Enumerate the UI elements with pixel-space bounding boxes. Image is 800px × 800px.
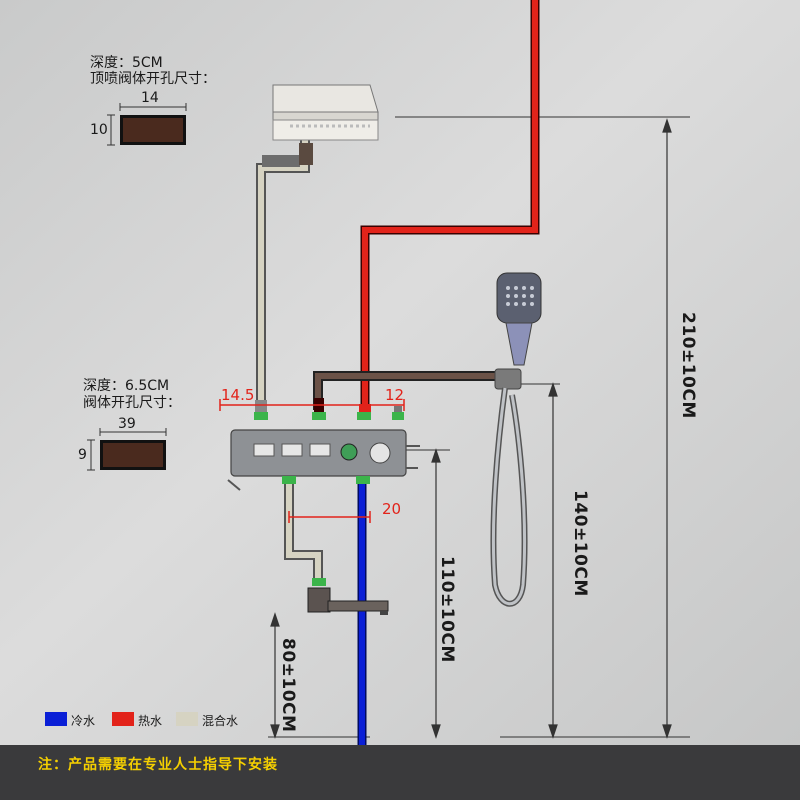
height-110-label: 110±10CM [437, 556, 457, 663]
top-cutout-height: 10 [90, 122, 108, 138]
legend-mixed-label: 混合水 [202, 714, 239, 728]
legend-mixed-swatch [176, 712, 198, 726]
height-210-label: 210±10CM [678, 312, 698, 419]
cutout-top [107, 103, 187, 146]
top-cutout-title: 顶喷阀体开孔尺寸： [90, 71, 216, 87]
hot-water-pipe [362, 0, 538, 410]
mid-cutout-height: 9 [78, 447, 87, 463]
legend-cold-swatch [45, 712, 67, 726]
brown-fitting [299, 143, 313, 165]
dim-right-label: 12 [385, 386, 405, 404]
top-cutout-width: 14 [141, 90, 159, 106]
shower-holder [494, 368, 522, 390]
mid-cutout-width: 39 [118, 416, 136, 432]
red-dimension-lines [219, 399, 405, 523]
shower-hose [491, 387, 527, 606]
spout-fitting [312, 578, 326, 586]
legend-cold-label: 冷水 [71, 714, 96, 728]
hand-shower-head [496, 272, 542, 366]
valve-body [227, 429, 420, 491]
top-shower-head [272, 84, 379, 141]
legend-hot-label: 热水 [138, 714, 163, 728]
dimension-arrows [270, 118, 672, 739]
reference-lines [268, 116, 690, 738]
note-bar [0, 745, 800, 800]
legend-hot-swatch [112, 712, 134, 726]
mid-depth-label: 深度：6.5CM [83, 378, 170, 394]
dim-left-label: 14.5 [221, 386, 255, 404]
height-140-label: 140±10CM [570, 490, 590, 597]
top-depth-label: 深度：5CM [90, 55, 163, 71]
bath-spout [307, 587, 389, 615]
mid-cutout-title: 阀体开孔尺寸： [83, 395, 181, 411]
height-80-label: 80±10CM [278, 638, 298, 733]
install-note: 注：产品需要在专业人士指导下安装 [38, 757, 278, 773]
cutout-mid [87, 428, 167, 471]
dim-bottom-label: 20 [382, 500, 402, 518]
